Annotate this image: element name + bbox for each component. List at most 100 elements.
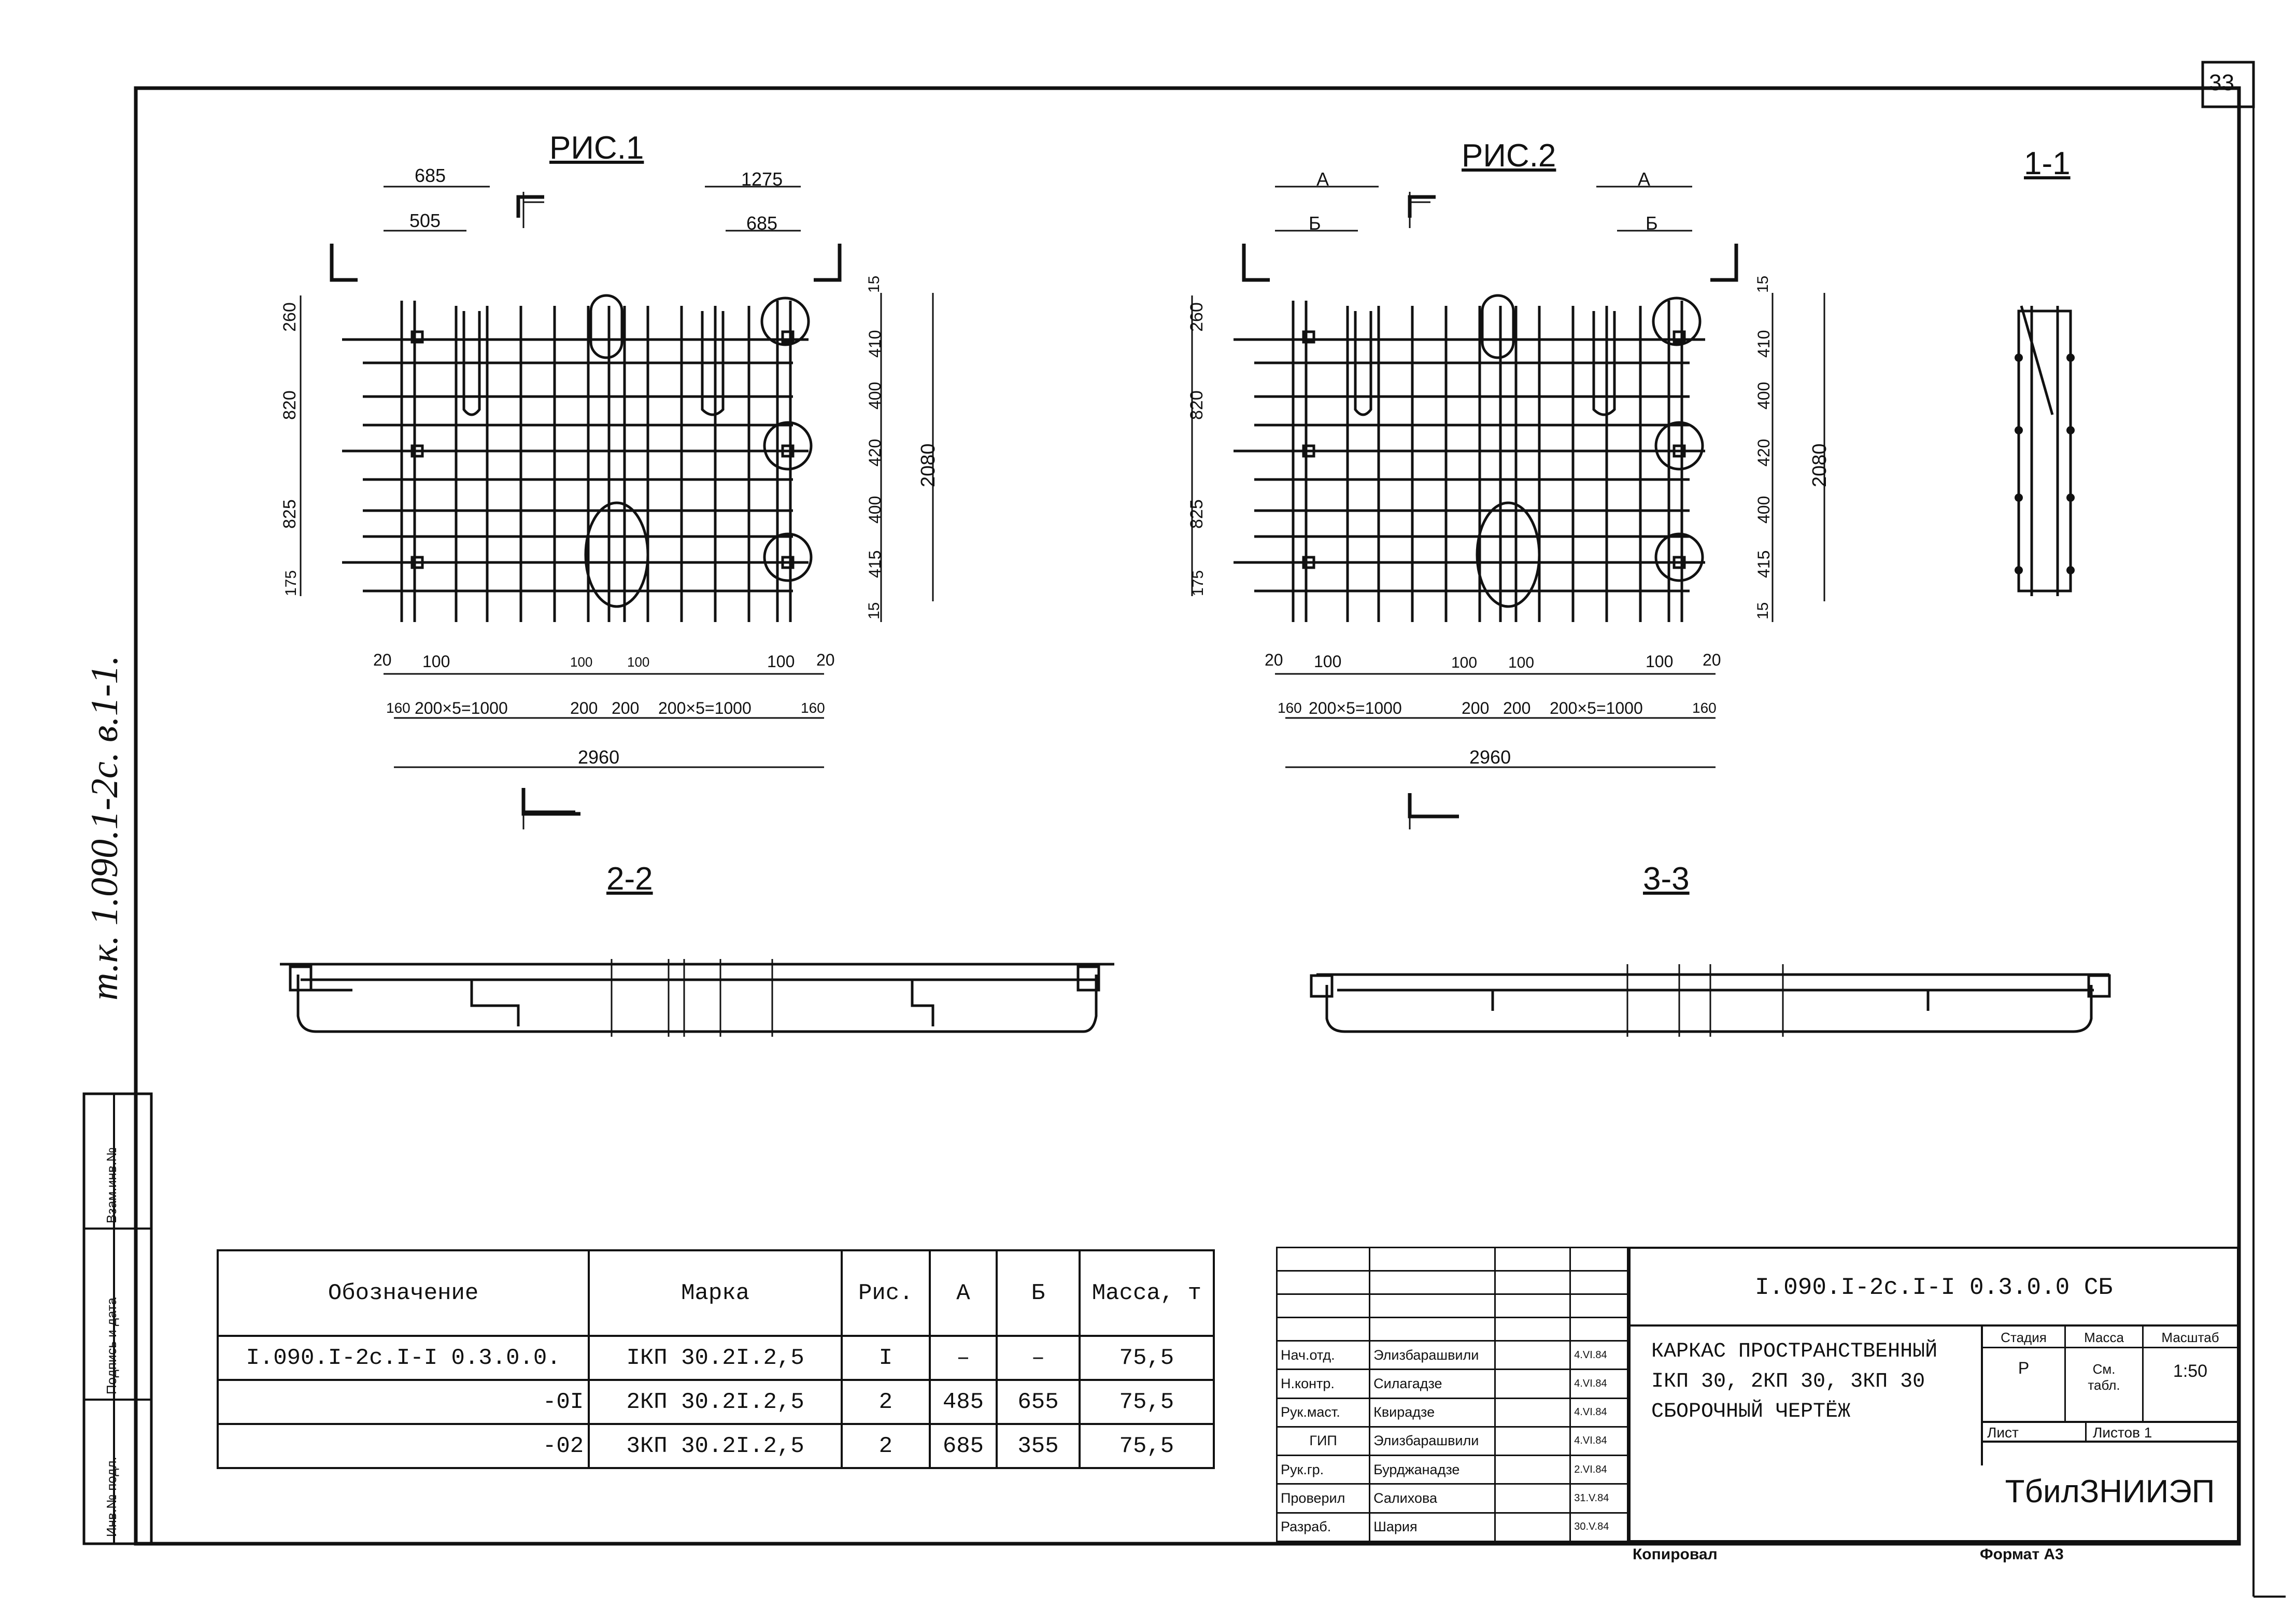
fig2-dim-b2: 200 [1462,699,1490,717]
table-row: Нач.отд. Элизбарашвили 4.VI.84 [1275,1339,1628,1371]
spec-cell: 685 [928,1423,998,1469]
spec-cell: 655 [996,1379,1081,1425]
fig1-dim-b1: 20 [816,651,835,669]
fig1-dim-right: 15 [866,602,883,619]
stamp-date: 4.VI.84 [1569,1426,1628,1457]
fig2-dim-b1: 20 [1265,651,1283,669]
section-3-3-drawing [1310,964,2111,1037]
spec-header: Марка [588,1249,843,1337]
fig1-dim-top: 1275 [741,168,783,190]
fig1-dim-top: 505 [409,210,441,231]
fig1-dim-b2: 200×5=1000 [415,699,508,717]
spec-header: Б [996,1249,1081,1337]
stamp-date: 30.V.84 [1569,1512,1628,1543]
fig2-dim-b2: 200×5=1000 [1550,699,1643,717]
fig1-dim-b2: 200 [612,699,640,717]
format-label: Формат А3 [1980,1546,2064,1563]
fig1-dim-b2: 160 [386,700,410,716]
fig1-dim-b1: 100 [570,654,593,670]
drawing-name-line: СБОРОЧНЫЙ ЧЕРТЁЖ [1651,1400,1851,1423]
fig2-dim-right: 410 [1754,330,1773,358]
fig2-dim-left: 260 [1187,302,1207,332]
spec-cell: 2 [841,1423,931,1469]
spec-cell: IКП 30.2I.2,5 [588,1335,843,1381]
fig2-dim-b1: 100 [1451,654,1478,671]
table-row: Рук.гр. Бурджанадзе 2.VI.84 [1275,1455,1628,1485]
mass-label: Масса [2066,1327,2144,1348]
fig1-dim-left: 260 [280,302,300,332]
fig2-dim-b2: 160 [1278,700,1302,716]
spec-cell: 2 [841,1379,931,1425]
fig2-total: 2960 [1469,746,1511,768]
stamp-person: Шария [1369,1512,1496,1543]
fig2-dim-left: 175 [1189,570,1207,596]
title-block-main: I.090.I-2с.I-I 0.3.0.0 СБ КАРКАС ПРОСТРА… [1628,1247,2239,1542]
fig2-dim-b2: 160 [1692,700,1717,716]
section-2-2-drawing [280,959,1114,1037]
fig2-dim-top: Б [1646,213,1658,234]
spec-table: Обозначение Марка Рис. А Б Масса, т I.09… [216,1249,1215,1469]
side-doc-code: т.к. 1.090.1-2с. в.1-1. [83,655,126,1000]
fig2-drawing [1191,186,1825,829]
fig1-dim-overall: 2080 [917,443,939,487]
scale-label: Масштаб [2144,1327,2237,1348]
spec-header-row: Обозначение Марка Рис. А Б Масса, т [216,1249,1215,1337]
doc-code: I.090.I-2с.I-I 0.3.0.0 СБ [1631,1249,2237,1327]
table-row: Рук.маст. Квирадзе 4.VI.84 [1275,1397,1628,1428]
spec-cell: I.090.I-2с.I-I 0.3.0.0. [216,1335,590,1381]
table-row: Н.контр. Силагадзе 4.VI.84 [1275,1369,1628,1399]
table-row: I.090.I-2с.I-I 0.3.0.0. IКП 30.2I.2,5 I … [216,1335,1215,1381]
fig1-dim-b2: 160 [801,700,825,716]
stamp-date: 4.VI.84 [1569,1339,1628,1371]
fig2-dim-right: 15 [1754,275,1771,293]
side-stamp [82,1092,153,1545]
fig2-dim-b1: 100 [1646,652,1674,671]
stamp-person: Бурджанадзе [1369,1455,1496,1485]
fig1-dim-left: 820 [280,390,300,420]
stamp-person: Силагадзе [1369,1369,1496,1399]
section-2-2-title: 2-2 [606,861,653,897]
fig1-dim-top: 685 [746,213,778,234]
fig2-dim-b2: 200×5=1000 [1309,699,1402,717]
section-1-1-title: 1-1 [2024,146,2071,181]
fig1-dim-b1: 100 [767,652,795,671]
fig1-dim-b2: 200×5=1000 [658,699,752,717]
spec-cell: 355 [996,1423,1081,1469]
stamp-date: 4.VI.84 [1569,1369,1628,1399]
stamp-date: 2.VI.84 [1569,1455,1628,1485]
spec-header: А [928,1249,998,1337]
section-1-1-drawing [2015,305,2075,596]
fig2-title: РИС.2 [1462,138,1556,174]
fig2-dim-left: 825 [1187,499,1207,529]
fig2-dim-b2: 200 [1503,699,1531,717]
fig2-dim-overall: 2080 [1809,443,1831,487]
fig1-dim-b2: 200 [570,699,598,717]
sheet-label: Лист [1983,1421,2087,1443]
fig1-dim-top: 685 [415,165,446,186]
spec-cell: 2КП 30.2I.2,5 [588,1379,843,1425]
fig1-dim-b1: 100 [627,654,650,670]
scale-value: 1:50 [2173,1361,2208,1381]
spec-cell: I [841,1335,931,1381]
fig2-dim-top: А [1638,168,1651,190]
spec-header: Рис. [841,1249,931,1337]
fig2-dim-left: 820 [1187,390,1207,420]
stamp-person: Салихова [1369,1483,1496,1514]
side-cell-inv: Инв.№ подл. [104,1457,119,1537]
spec-header: Масса, т [1078,1249,1215,1337]
fig1-dim-left: 175 [282,570,300,596]
fig1-total: 2960 [578,746,620,768]
stamp-person: Элизбарашвили [1369,1426,1496,1457]
stamp-role: Рук.гр. [1275,1455,1371,1485]
table-row: Проверил Салихова 31.V.84 [1275,1483,1628,1514]
fig1-dim-b1: 20 [373,651,392,669]
fig1-dim-right: 400 [866,496,884,524]
fig1-dim-left: 825 [280,499,300,529]
stamp-role: Проверил [1275,1483,1371,1514]
fig2-dim-top: Б [1309,213,1321,234]
stamp-role: ГИП [1275,1426,1371,1457]
fig1-dim-right: 400 [866,382,884,410]
fig2-dim-b1: 100 [1508,654,1535,671]
stamp-role: Н.контр. [1275,1369,1371,1399]
spec-cell: -02 [216,1423,590,1469]
